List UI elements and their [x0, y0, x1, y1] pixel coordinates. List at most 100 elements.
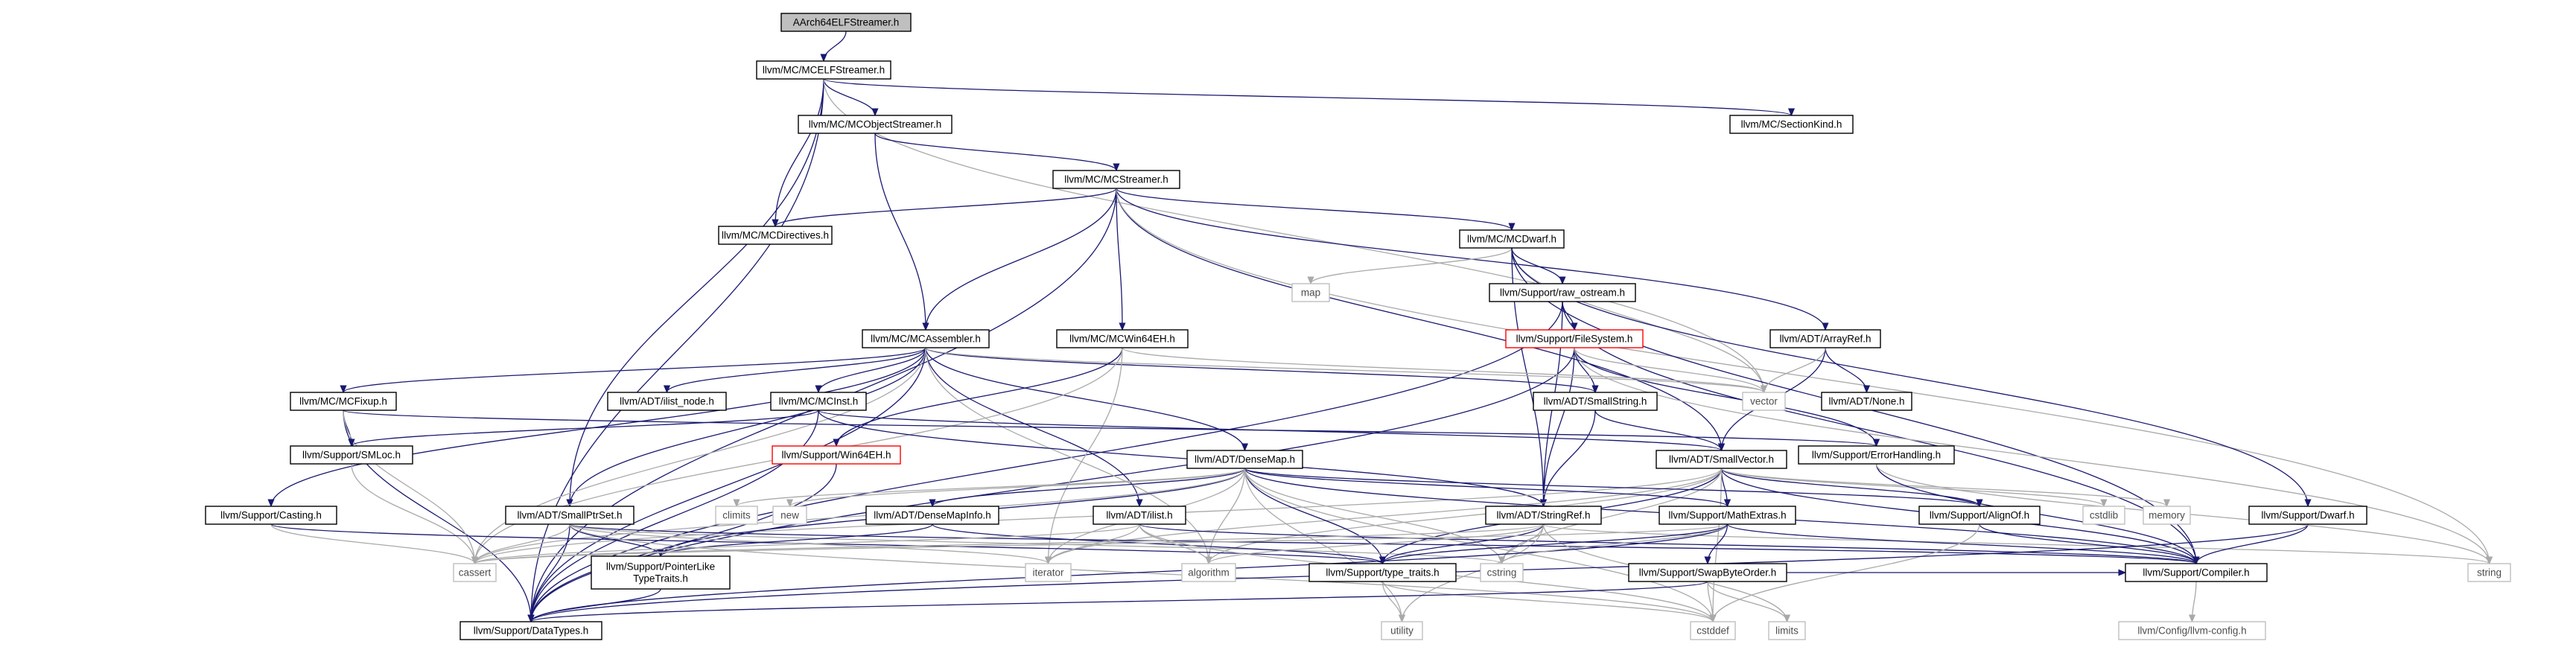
node-box	[290, 392, 397, 411]
node-mcstreamer[interactable]: llvm/MC/MCStreamer.h	[1052, 170, 1180, 189]
node-smallptrset[interactable]: llvm/ADT/SmallPtrSet.h	[505, 506, 635, 525]
edge-swapbyte-to-limits	[1707, 581, 1791, 623]
edge-mcstreamer-to-mcwin64eh	[1116, 188, 1126, 331]
node-label: llvm/MC/MCFixup.h	[299, 396, 387, 407]
node-label: llvm/ADT/None.h	[1828, 396, 1904, 407]
edge-mcelf-to-mcdirectives	[772, 78, 824, 228]
node-label: llvm/ADT/DenseMap.h	[1195, 454, 1295, 465]
node-llvmconfig: llvm/Config/llvm-config.h	[2118, 621, 2266, 640]
node-label: llvm/ADT/ArrayRef.h	[1779, 334, 1871, 345]
arrowhead	[2188, 614, 2196, 623]
node-dwarf[interactable]: llvm/Support/Dwarf.h	[2248, 506, 2367, 525]
edge-mcelf-to-datatypes	[527, 78, 824, 623]
edge-mcdwarf-to-vector	[1511, 247, 1768, 394]
node-climits: climits	[715, 506, 758, 525]
arrowhead	[871, 108, 879, 117]
node-ilist[interactable]: llvm/ADT/ilist.h	[1093, 506, 1186, 525]
node-mcwin64eh[interactable]: llvm/MC/MCWin64EH.h	[1056, 329, 1189, 348]
node-smallstring[interactable]: llvm/ADT/SmallString.h	[1533, 392, 1658, 411]
node-mcelf[interactable]: llvm/MC/MCELFStreamer.h	[756, 60, 891, 80]
node-arrayref[interactable]: llvm/ADT/ArrayRef.h	[1769, 329, 1881, 348]
arrowhead	[1113, 163, 1120, 172]
node-errorhandling[interactable]: llvm/Support/ErrorHandling.h	[1798, 445, 1955, 465]
node-label: llvm/Support/ErrorHandling.h	[1812, 450, 1941, 461]
edge-mcobj-to-mcassembler	[874, 133, 929, 331]
arrowhead	[2118, 569, 2127, 576]
node-box	[1628, 563, 1787, 582]
node-box	[715, 506, 758, 525]
node-label: iterator	[1032, 567, 1064, 579]
edge-swapbyte-to-cstddef	[1707, 581, 1717, 623]
node-label: llvm/MC/MCELFStreamer.h	[763, 65, 885, 76]
edge-mathextras-to-cstring	[1498, 523, 1729, 565]
node-none[interactable]: llvm/ADT/None.h	[1821, 392, 1912, 411]
node-box	[290, 445, 413, 465]
node-smallvector[interactable]: llvm/ADT/SmallVector.h	[1656, 450, 1787, 469]
node-box	[453, 563, 497, 582]
node-box	[865, 506, 999, 525]
node-label: llvm/ADT/StringRef.h	[1496, 510, 1590, 521]
node-string: string	[2467, 563, 2511, 582]
node-label: llvm/MC/SectionKind.h	[1741, 119, 1842, 130]
node-label: AArch64ELFStreamer.h	[793, 17, 900, 28]
node-smloc[interactable]: llvm/Support/SMLoc.h	[290, 445, 413, 465]
node-mcdwarf[interactable]: llvm/MC/MCDwarf.h	[1459, 229, 1565, 249]
node-cstdlib: cstdlib	[2082, 506, 2125, 525]
node-box	[2248, 506, 2367, 525]
node-box	[591, 555, 731, 590]
edge-mcassembler-to-vector	[925, 347, 1768, 394]
node-mathextras[interactable]: llvm/Support/MathExtras.h	[1659, 506, 1796, 525]
node-mcinst[interactable]: llvm/MC/MCInst.h	[770, 392, 867, 411]
node-casting[interactable]: llvm/Support/Casting.h	[205, 506, 337, 525]
edge-mcinst-to-smloc	[348, 410, 819, 447]
node-box	[607, 392, 727, 411]
node-box	[862, 329, 990, 348]
node-filesystem[interactable]: llvm/Support/FileSystem.h	[1505, 329, 1644, 348]
edge-mcwin64eh-to-vector	[1122, 347, 1768, 394]
arrowhead	[2192, 556, 2200, 565]
edge-stringref-to-algorithm	[1205, 523, 1545, 565]
node-swapbyte[interactable]: llvm/Support/SwapByteOrder.h	[1628, 563, 1787, 582]
edge-mcstreamer-to-smallvector	[1116, 188, 1726, 452]
edge-mcelf-to-smallptrset	[566, 78, 824, 508]
arrowhead	[2163, 499, 2171, 508]
node-datatypes[interactable]: llvm/Support/DataTypes.h	[459, 621, 602, 640]
node-mcfixup[interactable]: llvm/MC/MCFixup.h	[290, 392, 397, 411]
node-mcdirectives[interactable]: llvm/MC/MCDirectives.h	[718, 226, 833, 245]
node-label: climits	[722, 510, 751, 521]
edge-mcstreamer-to-mcassembler	[922, 188, 1117, 331]
node-compiler[interactable]: llvm/Support/Compiler.h	[2125, 563, 2268, 582]
node-box	[1656, 450, 1787, 469]
node-box	[1186, 450, 1303, 469]
node-label: llvm/Support/Dwarf.h	[2261, 510, 2354, 521]
node-mcobj[interactable]: llvm/MC/MCObjectStreamer.h	[798, 115, 953, 134]
node-label: cstddef	[1696, 625, 1729, 637]
node-map: map	[1291, 283, 1330, 302]
node-label: limits	[1775, 625, 1799, 637]
arrowhead	[267, 499, 275, 508]
node-stringref[interactable]: llvm/ADT/StringRef.h	[1485, 506, 1602, 525]
node-label: string	[2477, 567, 2502, 579]
node-label: TypeTraits.h	[633, 573, 688, 584]
arrowhead	[1307, 276, 1314, 285]
edge-dwarf-to-compiler	[2192, 523, 2309, 565]
node-root[interactable]: AArch64ELFStreamer.h	[780, 13, 912, 32]
arrowhead	[1498, 556, 1506, 565]
arrowhead	[833, 439, 840, 447]
node-label: llvm/Support/Compiler.h	[2143, 567, 2249, 579]
node-densemapinfo[interactable]: llvm/ADT/DenseMapInfo.h	[865, 506, 999, 525]
edge-swapbyte-to-compiler	[1787, 569, 2127, 576]
node-mcassembler[interactable]: llvm/MC/MCAssembler.h	[862, 329, 990, 348]
edge-mcstreamer-to-mcdwarf	[1116, 188, 1516, 232]
node-seckind[interactable]: llvm/MC/SectionKind.h	[1729, 115, 1854, 134]
node-ilistnode[interactable]: llvm/ADT/ilist_node.h	[607, 392, 727, 411]
arrowhead	[1559, 276, 1566, 285]
node-box	[1052, 170, 1180, 189]
edge-root-to-mcelf	[820, 31, 847, 63]
node-typetraits[interactable]: llvm/Support/type_traits.h	[1308, 563, 1457, 582]
node-rawos[interactable]: llvm/Support/raw_ostream.h	[1489, 283, 1636, 302]
node-win64eh[interactable]: llvm/Support/Win64EH.h	[772, 445, 901, 465]
node-alignof[interactable]: llvm/Support/AlignOf.h	[1918, 506, 2041, 525]
node-densemap[interactable]: llvm/ADT/DenseMap.h	[1186, 450, 1303, 469]
